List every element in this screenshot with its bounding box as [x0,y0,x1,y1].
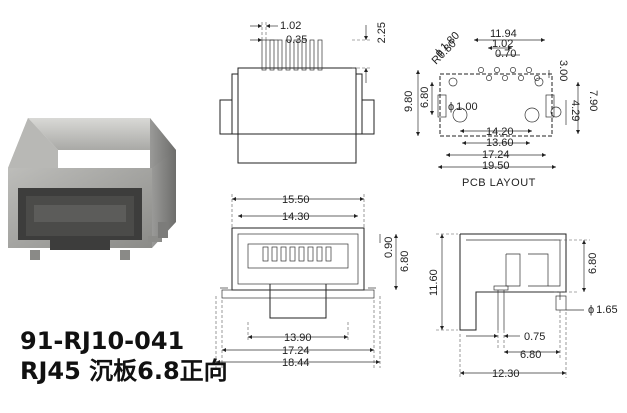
front-dim-body-width: 15.50 [282,194,310,206]
pcb-dim-tab-span: 17.24 [482,149,510,161]
top-dim-pin-width: 0.35 [286,34,307,46]
pcb-layout: 11.94 1.02 0.70 ϕ1.80 R0.80 3.00 9.80 6.… [403,28,599,189]
side-dim-pin-width: 0.75 [524,331,545,343]
part-number: 91-RJ10-041 [20,327,185,355]
front-view-contacts [262,246,332,262]
pcb-dim-post-span: 14.20 [486,126,514,138]
front-dim-overall: 18.44 [282,357,310,369]
front-dim-step: 0.90 [383,237,395,258]
pcb-dim-tab-outer: 7.90 [587,90,599,111]
pcb-dim-depth: 9.80 [403,91,415,112]
front-dim-plug-width: 13.90 [284,332,312,344]
side-dim-depth: 12.30 [492,368,520,380]
top-dim-pitch: 1.02 [280,20,301,32]
front-view: 15.50 14.30 0.90 6.80 13.90 [215,194,411,369]
pcb-dim-row-offset: 3.00 [557,60,569,81]
pcb-dim-pin-span: 11.94 [490,28,517,40]
pcb-pin-holes [478,67,540,81]
pcb-dim-tab-inner: 4.29 [569,100,581,121]
pcb-dim-overall: 19.50 [482,160,510,172]
front-dim-inner-width: 14.30 [282,211,310,223]
front-dim-opening-height: 6.80 [399,251,411,272]
pcb-layout-label: PCB LAYOUT [462,177,536,189]
part-title-block: 91-RJ10-041 RJ45 沉板6.8正向 [20,326,228,386]
pcb-dim-inner-span: 13.60 [486,137,514,149]
side-dim-sink-depth: 6.80 [587,253,599,274]
product-photo [8,118,176,260]
part-description: RJ45 沉板6.8正向 [20,357,228,385]
side-dim-pin-to-post: 6.80 [520,349,541,361]
top-view: 1.02 0.35 2.25 [219,20,388,164]
pcb-dim-pitch: 1.02 [492,38,513,50]
front-dim-tab-span: 17.24 [282,345,310,357]
pcb-dim-hole: 0.70 [495,48,516,60]
pcb-dim-post-offset: 6.80 [419,87,431,108]
top-dim-height: 2.25 [376,22,388,43]
side-dim-height: 11.60 [428,269,440,296]
